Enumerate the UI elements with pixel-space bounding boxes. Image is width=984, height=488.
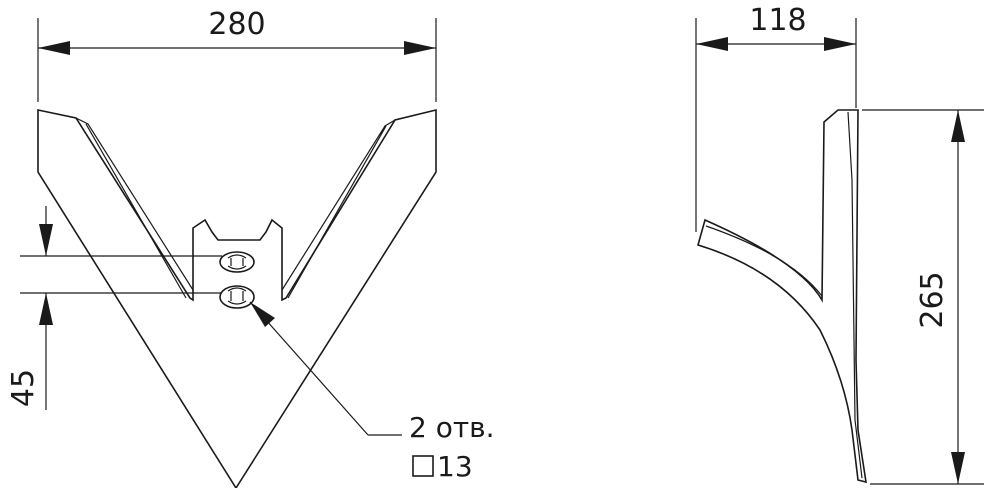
hole-offset-label: 45: [6, 369, 41, 407]
depth-dimension: 118: [695, 3, 857, 232]
right-bevel-line: [281, 119, 396, 299]
share-outline: [37, 108, 437, 488]
side-profile-outline: [697, 109, 867, 484]
depth-dimension-label: 118: [749, 3, 806, 38]
width-dimension-label: 280: [208, 7, 265, 42]
height-dimension-label: 265: [915, 271, 950, 328]
hole-offset-dimension: 45: [6, 206, 222, 410]
shank-channel: [204, 219, 273, 233]
square-hole-icon: [412, 455, 434, 477]
front-view: 280 45 2 отв. 13: [6, 7, 495, 488]
side-profile-inner: [705, 111, 863, 479]
hole-size-label: 13: [437, 450, 473, 483]
width-dimension: 280: [37, 7, 437, 102]
left-bevel-line: [75, 117, 194, 299]
height-dimension: 265: [862, 109, 984, 485]
hole-count-label: 2 отв.: [409, 411, 495, 444]
hole-upper: [219, 251, 255, 273]
hole-callout: 2 отв. 13: [249, 301, 495, 483]
side-view: 118 265: [695, 3, 984, 485]
hole-lower: [219, 285, 255, 309]
